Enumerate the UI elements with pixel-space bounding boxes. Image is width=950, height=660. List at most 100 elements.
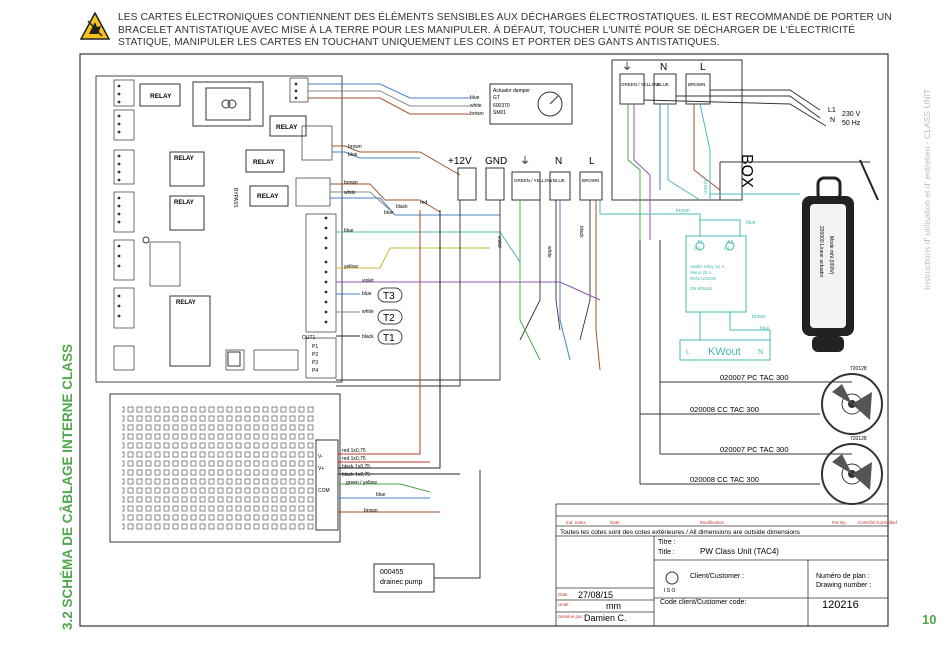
- wire-label: red 1x0,75: [342, 448, 366, 454]
- wire-label: white: [344, 190, 356, 196]
- tb-date-value: 27/08/15: [578, 590, 613, 600]
- wire-label: brown: [702, 180, 708, 194]
- fan-cc-label: 020008 CC TAC 300: [690, 475, 759, 484]
- solid-state-relay: [685, 235, 747, 313]
- wire-label: brown: [364, 508, 378, 514]
- top-terminal-block: [611, 59, 743, 201]
- top-terminal-color: BROWN: [688, 82, 705, 87]
- mains-voltage: 230 V: [842, 111, 861, 118]
- relay-label: RELAY: [176, 300, 196, 306]
- sensor-t2: T2: [383, 313, 395, 324]
- wire-label: red: [420, 200, 427, 206]
- drawing-frame: [79, 53, 889, 627]
- wire-label: brown: [344, 180, 358, 186]
- relay-label: RELAY: [276, 124, 298, 131]
- wire-label: blue: [384, 210, 394, 216]
- tb-ind: Ind. Index: [566, 520, 587, 525]
- tb-unit-label: Unité :: [558, 602, 571, 607]
- wire-label: brown: [752, 314, 766, 320]
- kwout-l: L: [686, 349, 690, 356]
- terminal-label: ⏚: [520, 155, 530, 167]
- actuator-line2: Mode mhl (000V): [828, 236, 834, 275]
- pin-label: P4: [312, 368, 318, 374]
- tb-dimensions: Toutes les cotes sont des cotes extérieu…: [560, 529, 801, 536]
- terminal-label: +12V: [448, 156, 472, 167]
- out-label: OUT1: [302, 335, 316, 341]
- tb-drawing-number: 120216: [822, 599, 859, 611]
- wire-label: blue: [348, 152, 358, 158]
- sensor-t1: T1: [383, 333, 395, 344]
- bypass-label: BYPASS: [232, 188, 238, 208]
- linear-actuator: [802, 159, 879, 352]
- relay-a1: A1: [697, 240, 703, 246]
- damper-code: 600370: [493, 103, 510, 109]
- actuator-damper: Actuator damper GT 600370 SM01 blue whit…: [470, 83, 573, 125]
- damper-model: SM01: [493, 110, 506, 116]
- tb-date-label: Date :: [558, 592, 570, 597]
- wire-label: black: [362, 334, 374, 340]
- wire-label: blue: [746, 220, 756, 226]
- wire-label: yellow: [344, 264, 358, 270]
- tb-code-client: Code client/Customer code:: [660, 599, 746, 606]
- wire-label: black: [396, 204, 408, 210]
- relay-code: DB 805344: [690, 286, 713, 291]
- sensor-t3: T3: [383, 291, 395, 302]
- wire-label: red 1x0,75: [342, 456, 366, 462]
- pin-label: P2: [312, 352, 318, 358]
- kwout-label: KWout: [708, 346, 741, 358]
- damper-line2: GT: [493, 95, 500, 101]
- wire-label: brown: [470, 111, 484, 117]
- tb-date: Date: [610, 520, 620, 525]
- kwout-box: [679, 339, 771, 361]
- damper-title: Actuator damper: [493, 88, 530, 94]
- fan-1: [821, 373, 883, 435]
- box-label: BOX: [738, 154, 755, 188]
- wire-label: brown: [676, 208, 690, 214]
- tb-by: Par By: [832, 520, 846, 525]
- pump-label: drainec pump: [380, 579, 423, 586]
- terminal-color-label: BROWN: [582, 178, 599, 183]
- tb-drawing: Drawing number :: [816, 582, 871, 589]
- wire-label: blue: [760, 326, 770, 332]
- mains-freq: 50 Hz: [842, 120, 861, 127]
- terminal-label: GND: [485, 156, 507, 167]
- terminal-label: N: [555, 156, 562, 167]
- top-terminal-color: BLUE: [657, 82, 669, 87]
- wire-label: white: [470, 103, 482, 109]
- tb-client: Client/Customer :: [690, 573, 744, 580]
- relay-line1: Stable relay 12 V: [690, 264, 724, 269]
- power-supply: [109, 393, 341, 543]
- relay-line3: RM1A23D25: [690, 276, 716, 281]
- relay-label: RELAY: [253, 159, 275, 166]
- actuator-line1: 220000 Linear actuator: [818, 226, 824, 278]
- relay-a1-sign: (+): [694, 246, 701, 252]
- top-terminal-label: L: [700, 62, 706, 73]
- title-block: [555, 503, 889, 627]
- esd-warning-icon: [80, 12, 110, 40]
- terminal-block: [457, 167, 603, 201]
- wire-label: black 1x0,75: [342, 464, 370, 470]
- top-terminal-label: N: [660, 62, 667, 73]
- relay-label: RELAY: [257, 193, 279, 200]
- esd-warning-text: LES CARTES ÉLECTRONIQUES CONTIENNENT DES…: [118, 12, 892, 48]
- relay-label: RELAY: [150, 93, 172, 100]
- wire-label: violet: [496, 236, 502, 248]
- control-board: RELAY RELAY RELAY RELAY RELAY RELAY RELA…: [95, 75, 343, 383]
- tb-dessine-label: Dessiné par :: [558, 614, 585, 619]
- top-terminal-label: ⏚: [622, 61, 632, 73]
- tb-modif: Modification: [700, 520, 725, 525]
- wire-label: black 1x0,75: [342, 472, 370, 478]
- pump-code: 000455: [380, 569, 403, 576]
- tb-title-label: Title :: [658, 549, 675, 556]
- temp-sensors: [377, 287, 403, 345]
- wire-label: white: [362, 309, 374, 315]
- fan-pc-label: 020007 PC TAC 300: [720, 445, 789, 454]
- psu-com: COM: [318, 488, 330, 494]
- relay-a2-sign: (-): [724, 246, 729, 252]
- tb-controle: Contrôlé Controlled: [858, 520, 897, 525]
- tb-plan: Numéro de plan :: [816, 573, 870, 580]
- fan-pc-label: 020007 PC TAC 300: [720, 373, 789, 382]
- relay-a2: A2: [727, 240, 733, 246]
- terminal-color-label: GREEN / YELLOW: [514, 178, 553, 183]
- page-number: 10: [922, 612, 937, 627]
